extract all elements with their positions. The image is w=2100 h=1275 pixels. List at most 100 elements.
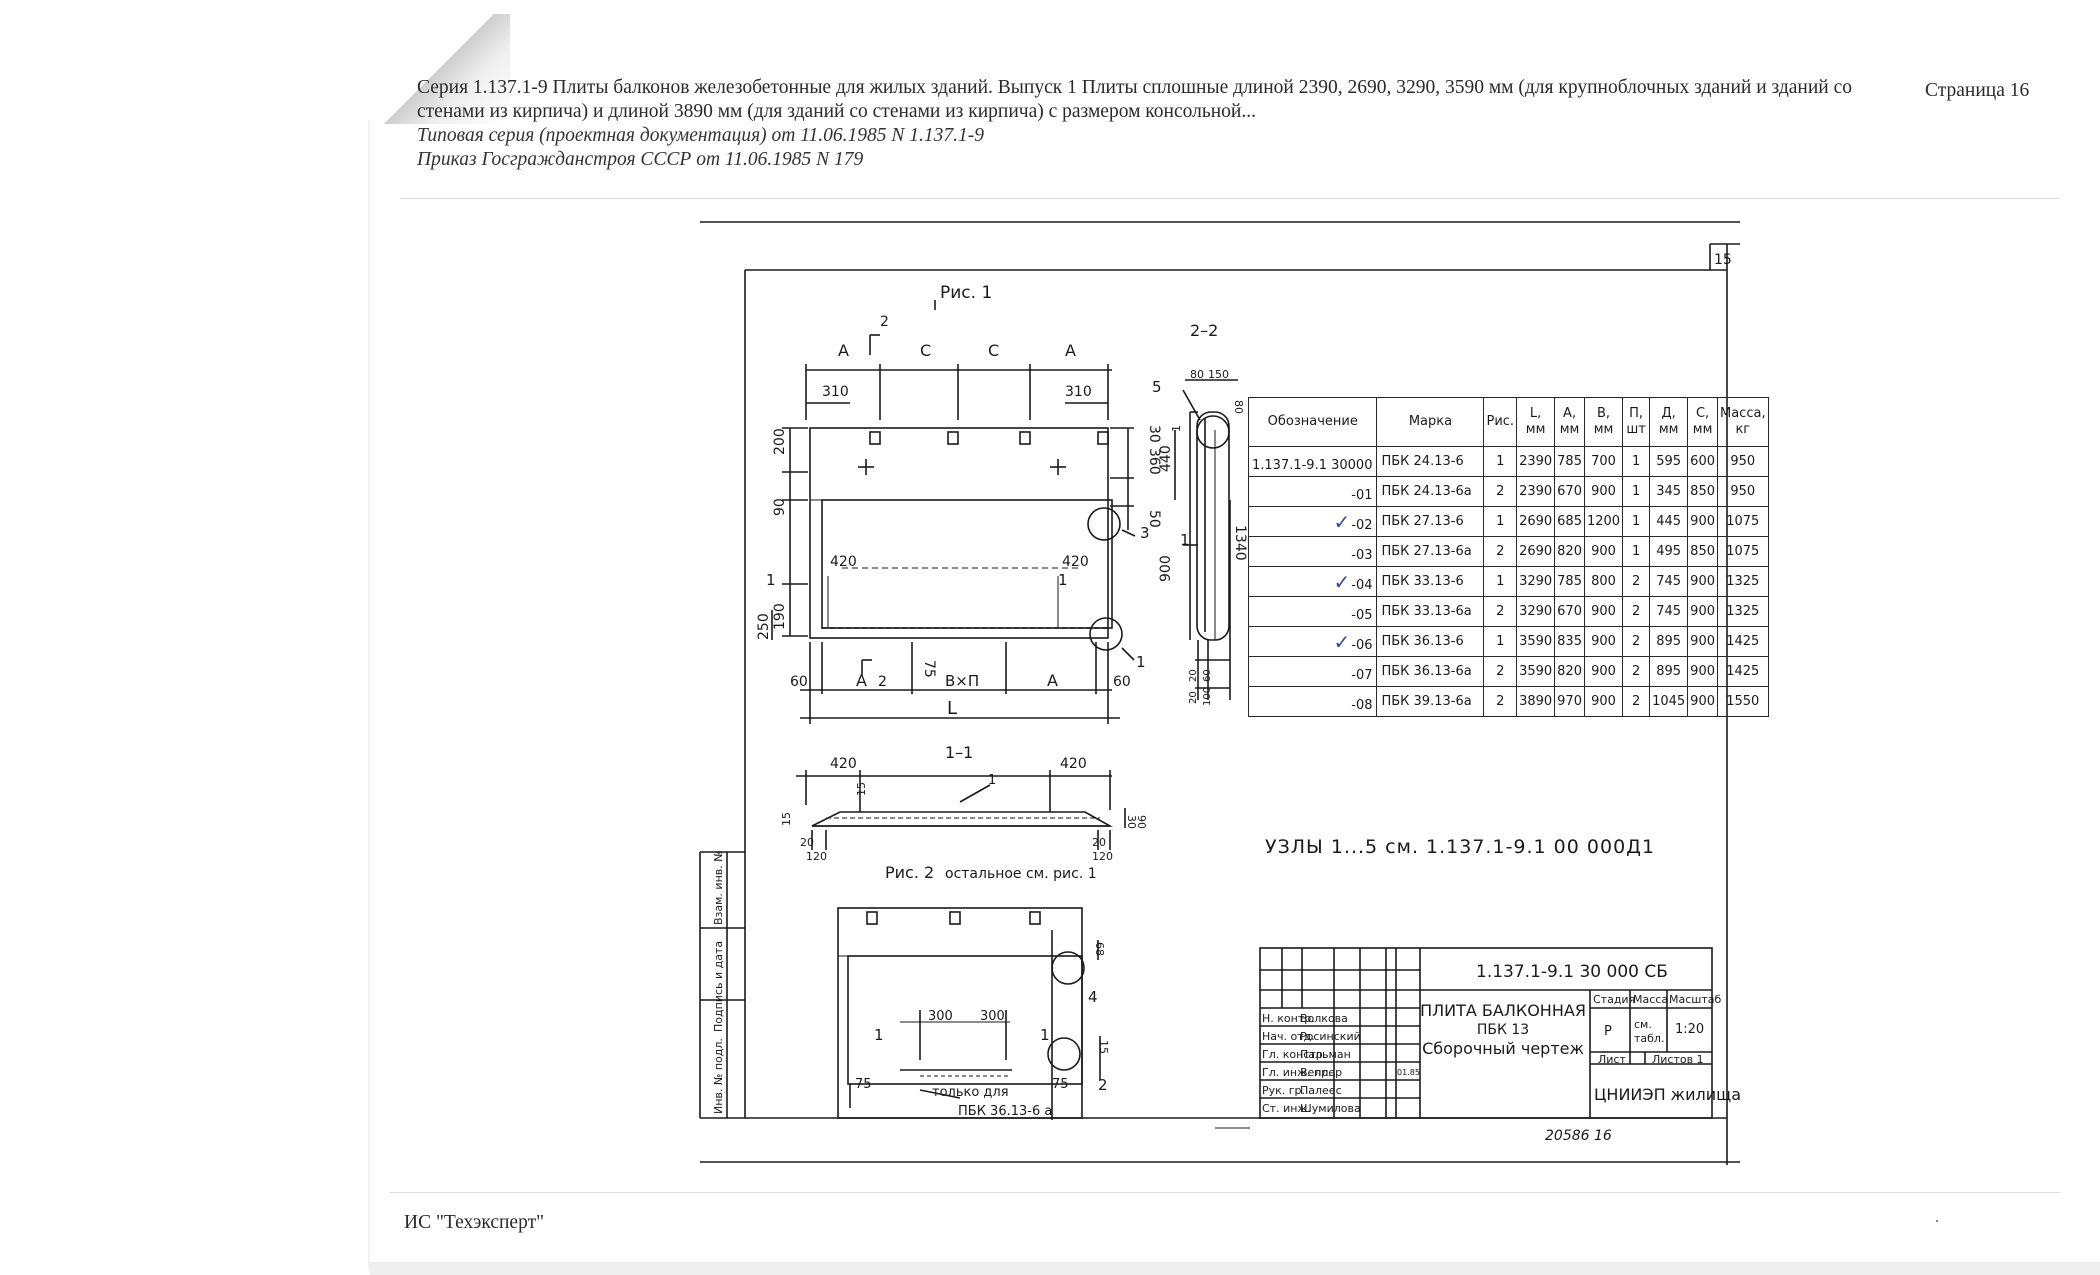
header-b: В, мм xyxy=(1583,397,1624,447)
dim-420-s1-left: 420 xyxy=(830,756,857,772)
table-row: -01 ПБК 24.13-6а 2 2390 670 900 1 345 85… xyxy=(1247,476,1769,507)
cell-l: 2690 xyxy=(1516,536,1556,567)
cell-designation: ✓-04 xyxy=(1247,566,1378,597)
header-c: С, мм xyxy=(1687,397,1718,447)
cell-p: 2 xyxy=(1622,686,1651,717)
dim-100: 100 xyxy=(1202,687,1213,706)
stamp-sheet: Лист xyxy=(1598,1053,1626,1066)
stamp-role: Нач. отд. xyxy=(1262,1030,1315,1043)
check-mark: ✓ xyxy=(1333,509,1351,534)
cell-d: 445 xyxy=(1649,506,1689,537)
stamp-scale-header: Масштаб xyxy=(1669,993,1722,1006)
dim-420-right: 420 xyxy=(1062,554,1089,570)
cell-mark: ПБК 27.13-6а xyxy=(1376,536,1485,567)
stamp-name: Веллер xyxy=(1300,1066,1343,1079)
specification-table: Обозначение Марка Рис. L, мм А, мм В, мм… xyxy=(1247,397,1769,717)
section-mark-1-f2-right: 1 xyxy=(1040,1026,1050,1044)
cell-b: 900 xyxy=(1583,596,1624,627)
document-order: Приказ Госгражданстроя СССР от 11.06.198… xyxy=(417,149,864,170)
nodes-reference-note: УЗЛЫ 1...5 см. 1.137.1-9.1 00 000Д1 xyxy=(1265,836,1656,858)
cell-p: 1 xyxy=(1622,476,1651,507)
stamp-stage: Р xyxy=(1604,1024,1612,1039)
dim-c-left: С xyxy=(920,341,931,360)
dim-75: 75 xyxy=(921,660,937,678)
header-d: Д, мм xyxy=(1649,397,1689,447)
cell-b: 700 xyxy=(1583,446,1624,477)
cell-a: 785 xyxy=(1554,566,1585,597)
dim-30: 30 xyxy=(1146,425,1162,443)
cell-mark: ПБК 39.13-6а xyxy=(1376,686,1485,717)
only-for-note-1: только для xyxy=(932,1085,1009,1100)
cell-c: 900 xyxy=(1687,596,1718,627)
cell-a: 670 xyxy=(1554,596,1585,627)
cell-fig: 1 xyxy=(1483,506,1518,537)
footer-source: ИС "Техэксперт" xyxy=(404,1212,545,1233)
dim-120-s1-right: 120 xyxy=(1092,850,1113,863)
dim-68: 68 xyxy=(1093,942,1106,956)
dim-300-left: 300 xyxy=(928,1009,953,1024)
cell-p: 1 xyxy=(1622,446,1651,477)
section-mark-1-right: 1 xyxy=(1058,571,1068,589)
table-row: -07 ПБК 36.13-6а 2 3590 820 900 2 895 90… xyxy=(1247,656,1769,687)
cell-c: 900 xyxy=(1687,656,1718,687)
table-row: -03 ПБК 27.13-6а 2 2690 820 900 1 495 85… xyxy=(1247,536,1769,567)
stamp-organization: ЦНИИЭП жилища xyxy=(1594,1085,1741,1104)
dim-50: 50 xyxy=(1146,510,1162,528)
stamp-role: Гл. инж. пр. xyxy=(1262,1066,1332,1079)
dim-200: 200 xyxy=(772,428,788,455)
stamp-stage-header: Стадия xyxy=(1593,993,1636,1006)
stamp-title-line-1: ПЛИТА БАЛКОННАЯ xyxy=(1420,1001,1586,1020)
cell-c: 850 xyxy=(1687,476,1718,507)
node-callout-2: 2 xyxy=(1098,1076,1108,1094)
cell-d: 595 xyxy=(1649,446,1689,477)
dim-420-s1-right: 420 xyxy=(1060,756,1087,772)
cell-mass: 1075 xyxy=(1717,536,1769,567)
cell-l: 2690 xyxy=(1516,506,1556,537)
fig1-title: Рис. 1 xyxy=(940,283,992,303)
cell-designation: -03 xyxy=(1247,536,1378,567)
cell-b: 800 xyxy=(1583,566,1624,597)
cell-b: 900 xyxy=(1583,476,1624,507)
dim-60-s: 60 xyxy=(1202,669,1213,682)
dim-300-right: 300 xyxy=(980,1009,1005,1024)
cell-b: 1200 xyxy=(1583,506,1624,537)
cell-mark: ПБК 33.13-6а xyxy=(1376,596,1485,627)
dim-l: L xyxy=(947,698,957,719)
sheet-number: 15 xyxy=(1714,252,1732,268)
cell-d: 895 xyxy=(1649,626,1689,657)
dim-15-f2: 15 xyxy=(1097,1040,1110,1054)
dim-310-right: 310 xyxy=(1065,384,1092,400)
section-2-2-callout-1: 1 xyxy=(1180,531,1190,549)
header-designation: Обозначение xyxy=(1247,397,1378,447)
cell-fig: 2 xyxy=(1483,536,1518,567)
cell-designation: -08 xyxy=(1247,686,1378,717)
fig2-note: остальное см. рис. 1 xyxy=(945,866,1097,882)
check-mark: ✓ xyxy=(1333,569,1351,594)
cell-fig: 2 xyxy=(1483,686,1518,717)
stamp-title-line-2: ПБК 13 xyxy=(1476,1022,1530,1038)
cell-d: 745 xyxy=(1649,566,1689,597)
cell-l: 3290 xyxy=(1516,596,1556,627)
stamp-mass-header: Масса xyxy=(1633,993,1669,1006)
dim-60-left: 60 xyxy=(790,674,808,690)
dim-310-left: 310 xyxy=(822,384,849,400)
cell-a: 820 xyxy=(1554,656,1585,687)
cell-mass: 1550 xyxy=(1717,686,1769,717)
stamp-name: Пальман xyxy=(1300,1048,1351,1061)
cell-fig: 2 xyxy=(1483,656,1518,687)
archive-number: 20586 16 xyxy=(1545,1128,1612,1144)
dim-900: 900 xyxy=(1158,555,1174,582)
cell-b: 900 xyxy=(1583,626,1624,657)
table-row: ✓-02 ПБК 27.13-6 1 2690 685 1200 1 445 9… xyxy=(1247,506,1769,537)
cell-c: 900 xyxy=(1687,626,1718,657)
cell-l: 3890 xyxy=(1516,686,1556,717)
only-for-note-2: ПБК 36.13-6 а xyxy=(958,1104,1052,1119)
cell-l: 3590 xyxy=(1516,626,1556,657)
header-mark: Марка xyxy=(1376,397,1485,447)
cell-p: 2 xyxy=(1622,626,1651,657)
section-1-1-callout: 1 xyxy=(988,773,996,788)
cell-a: 670 xyxy=(1554,476,1585,507)
cell-d: 745 xyxy=(1649,596,1689,627)
dim-75-f2-left: 75 xyxy=(855,1077,872,1092)
